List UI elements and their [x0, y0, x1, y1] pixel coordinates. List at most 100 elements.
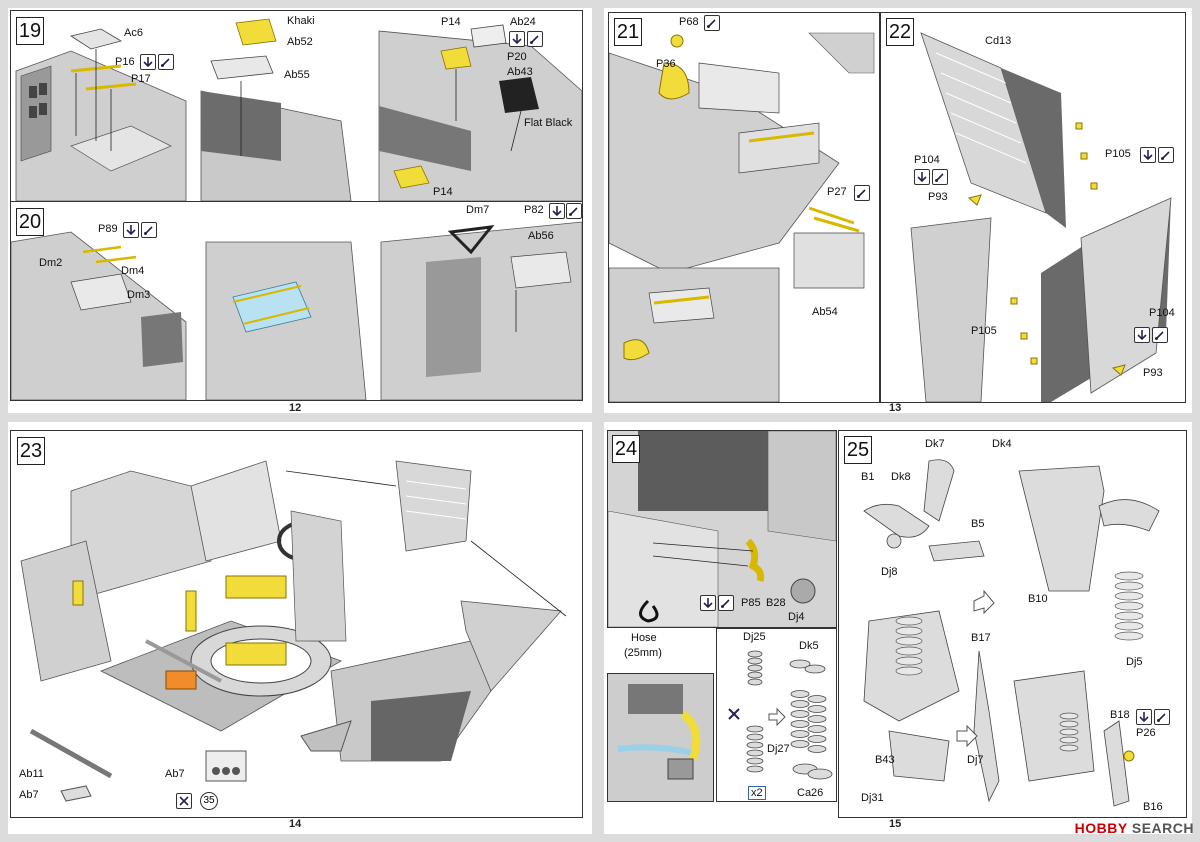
part-label-p104-top: P104 [914, 154, 940, 166]
step-number: 19 [16, 17, 44, 45]
part-label-dk8: Dk8 [891, 471, 911, 483]
step-21-illustration [609, 32, 875, 402]
part-label-p85: P85 [741, 597, 761, 609]
part-label-p36: P36 [656, 58, 676, 70]
part-label-p105-bottom: P105 [971, 325, 997, 337]
step-24-illustration [608, 431, 836, 627]
part-label-p17: P17 [131, 73, 151, 85]
part-label-ca26: Ca26 [797, 787, 824, 799]
part-label-p104-bottom: P104 [1149, 307, 1175, 319]
bend-down-icon [700, 595, 716, 611]
glue-icon [1154, 709, 1170, 725]
glue-icon [1158, 147, 1174, 163]
part-label-p20: P20 [507, 51, 527, 63]
spring-illustration [728, 650, 833, 780]
step-number: 21 [614, 18, 642, 46]
part-label-ac6: Ac6 [124, 27, 143, 39]
part-label-p26: P26 [1136, 727, 1156, 739]
part-label-ab24: Ab24 [510, 16, 536, 28]
step-19-illustration [15, 18, 582, 201]
part-label-p14-top: P14 [441, 16, 461, 28]
part-label-dj25: Dj25 [743, 631, 766, 643]
step-25-illustration [863, 459, 1160, 807]
bend-down-icon [914, 169, 930, 185]
glue-icon [718, 595, 734, 611]
part-label-p82: P82 [524, 204, 544, 216]
watermark-logo: HOBBY SEARCH [1075, 820, 1194, 836]
paint-label-khaki: Khaki [287, 15, 315, 27]
step-22-frame: 22 Cd13 P104 P105 P93 P105 P104 P93 [880, 12, 1186, 403]
step-number: 20 [16, 208, 44, 236]
part-label-ab43: Ab43 [507, 66, 533, 78]
step-20-frame: 20 P89 Dm2 Dm4 Dm3 Dm7 P82 Ab56 [10, 201, 583, 401]
step-20-illustration [11, 221, 582, 400]
step-21-frame: 21 P68 P36 P27 Ab54 [608, 12, 880, 403]
part-label-dj7: Dj7 [967, 754, 984, 766]
glue-icon [704, 15, 720, 31]
step-24-frame: 24 P85 B28 Dj4 [607, 430, 837, 628]
quantity-x2: x2 [748, 786, 766, 800]
part-label-ab54: Ab54 [812, 306, 838, 318]
quantity-badge: 35 [200, 792, 218, 810]
glue-icon [527, 31, 543, 47]
part-label-cd13: Cd13 [985, 35, 1012, 47]
part-label-ab11: Ab11 [19, 768, 44, 780]
part-label-p27: P27 [827, 186, 847, 198]
part-label-ab7-right: Ab7 [165, 768, 185, 780]
watermark-brand: HOBBY [1074, 820, 1128, 836]
page-number-15: 15 [889, 818, 902, 830]
part-label-dm7: Dm7 [466, 204, 490, 216]
paint-label-flat-black: Flat Black [524, 117, 573, 129]
part-label-dk5: Dk5 [799, 640, 819, 652]
part-label-b17: B17 [971, 632, 991, 644]
part-label-b28: B28 [766, 597, 786, 609]
part-label-dm4: Dm4 [121, 265, 145, 277]
step-number: 22 [886, 18, 914, 46]
part-label-ab56: Ab56 [528, 230, 554, 242]
part-label-b18: B18 [1110, 709, 1130, 721]
step-25-frame: 25 Dk7 B1 Dk8 B5 Dj8 Dk4 B10 B17 Dj5 B18… [838, 430, 1187, 818]
part-label-b5: B5 [971, 518, 985, 530]
part-label-dk7: Dk7 [925, 438, 945, 450]
part-label-ab55: Ab55 [284, 69, 310, 81]
bend-down-icon [1140, 147, 1156, 163]
step-number: 24 [612, 435, 640, 463]
bend-down-icon [509, 31, 525, 47]
bend-down-icon [140, 54, 156, 70]
step-24-detail-illustration [608, 674, 713, 801]
glue-icon [854, 185, 870, 201]
glue-icon [158, 54, 174, 70]
part-label-dj4: Dj4 [788, 611, 805, 623]
step-number: 23 [17, 437, 45, 465]
part-label-p68: P68 [679, 16, 699, 28]
part-label-p93-top: P93 [928, 191, 948, 203]
bend-down-icon [549, 203, 565, 219]
part-label-p105-top: P105 [1105, 148, 1131, 160]
step-24-spring-frame: Dj25 Dk5 Dj27 x2 Ca26 [716, 628, 837, 802]
crossed-tools-icon [176, 793, 192, 809]
glue-icon [932, 169, 948, 185]
watermark-suffix: SEARCH [1127, 820, 1194, 836]
part-label-ab52: Ab52 [287, 36, 313, 48]
part-label-b16: B16 [1143, 801, 1163, 813]
step-number: 25 [844, 436, 872, 464]
part-label-p93-bottom: P93 [1143, 367, 1163, 379]
page-number-14: 14 [289, 818, 302, 830]
page-number-12: 12 [289, 402, 302, 414]
step-23-frame: 23 Ab11 Ab7 Ab7 35 [10, 430, 583, 818]
hose-label: Hose [631, 632, 657, 644]
part-label-p16: P16 [115, 56, 135, 68]
step-22-illustration [910, 32, 1172, 402]
part-label-dk4: Dk4 [992, 438, 1012, 450]
part-label-dm3: Dm3 [127, 289, 151, 301]
part-label-dj27: Dj27 [767, 743, 790, 755]
part-label-dm2: Dm2 [39, 257, 63, 269]
part-label-dj31: Dj31 [861, 792, 884, 804]
part-label-b43: B43 [875, 754, 895, 766]
bend-down-icon [1136, 709, 1152, 725]
hose-length-label: (25mm) [624, 647, 662, 659]
bend-down-icon [1134, 327, 1150, 343]
part-label-dj8: Dj8 [881, 566, 898, 578]
glue-icon [566, 203, 582, 219]
glue-icon [141, 222, 157, 238]
